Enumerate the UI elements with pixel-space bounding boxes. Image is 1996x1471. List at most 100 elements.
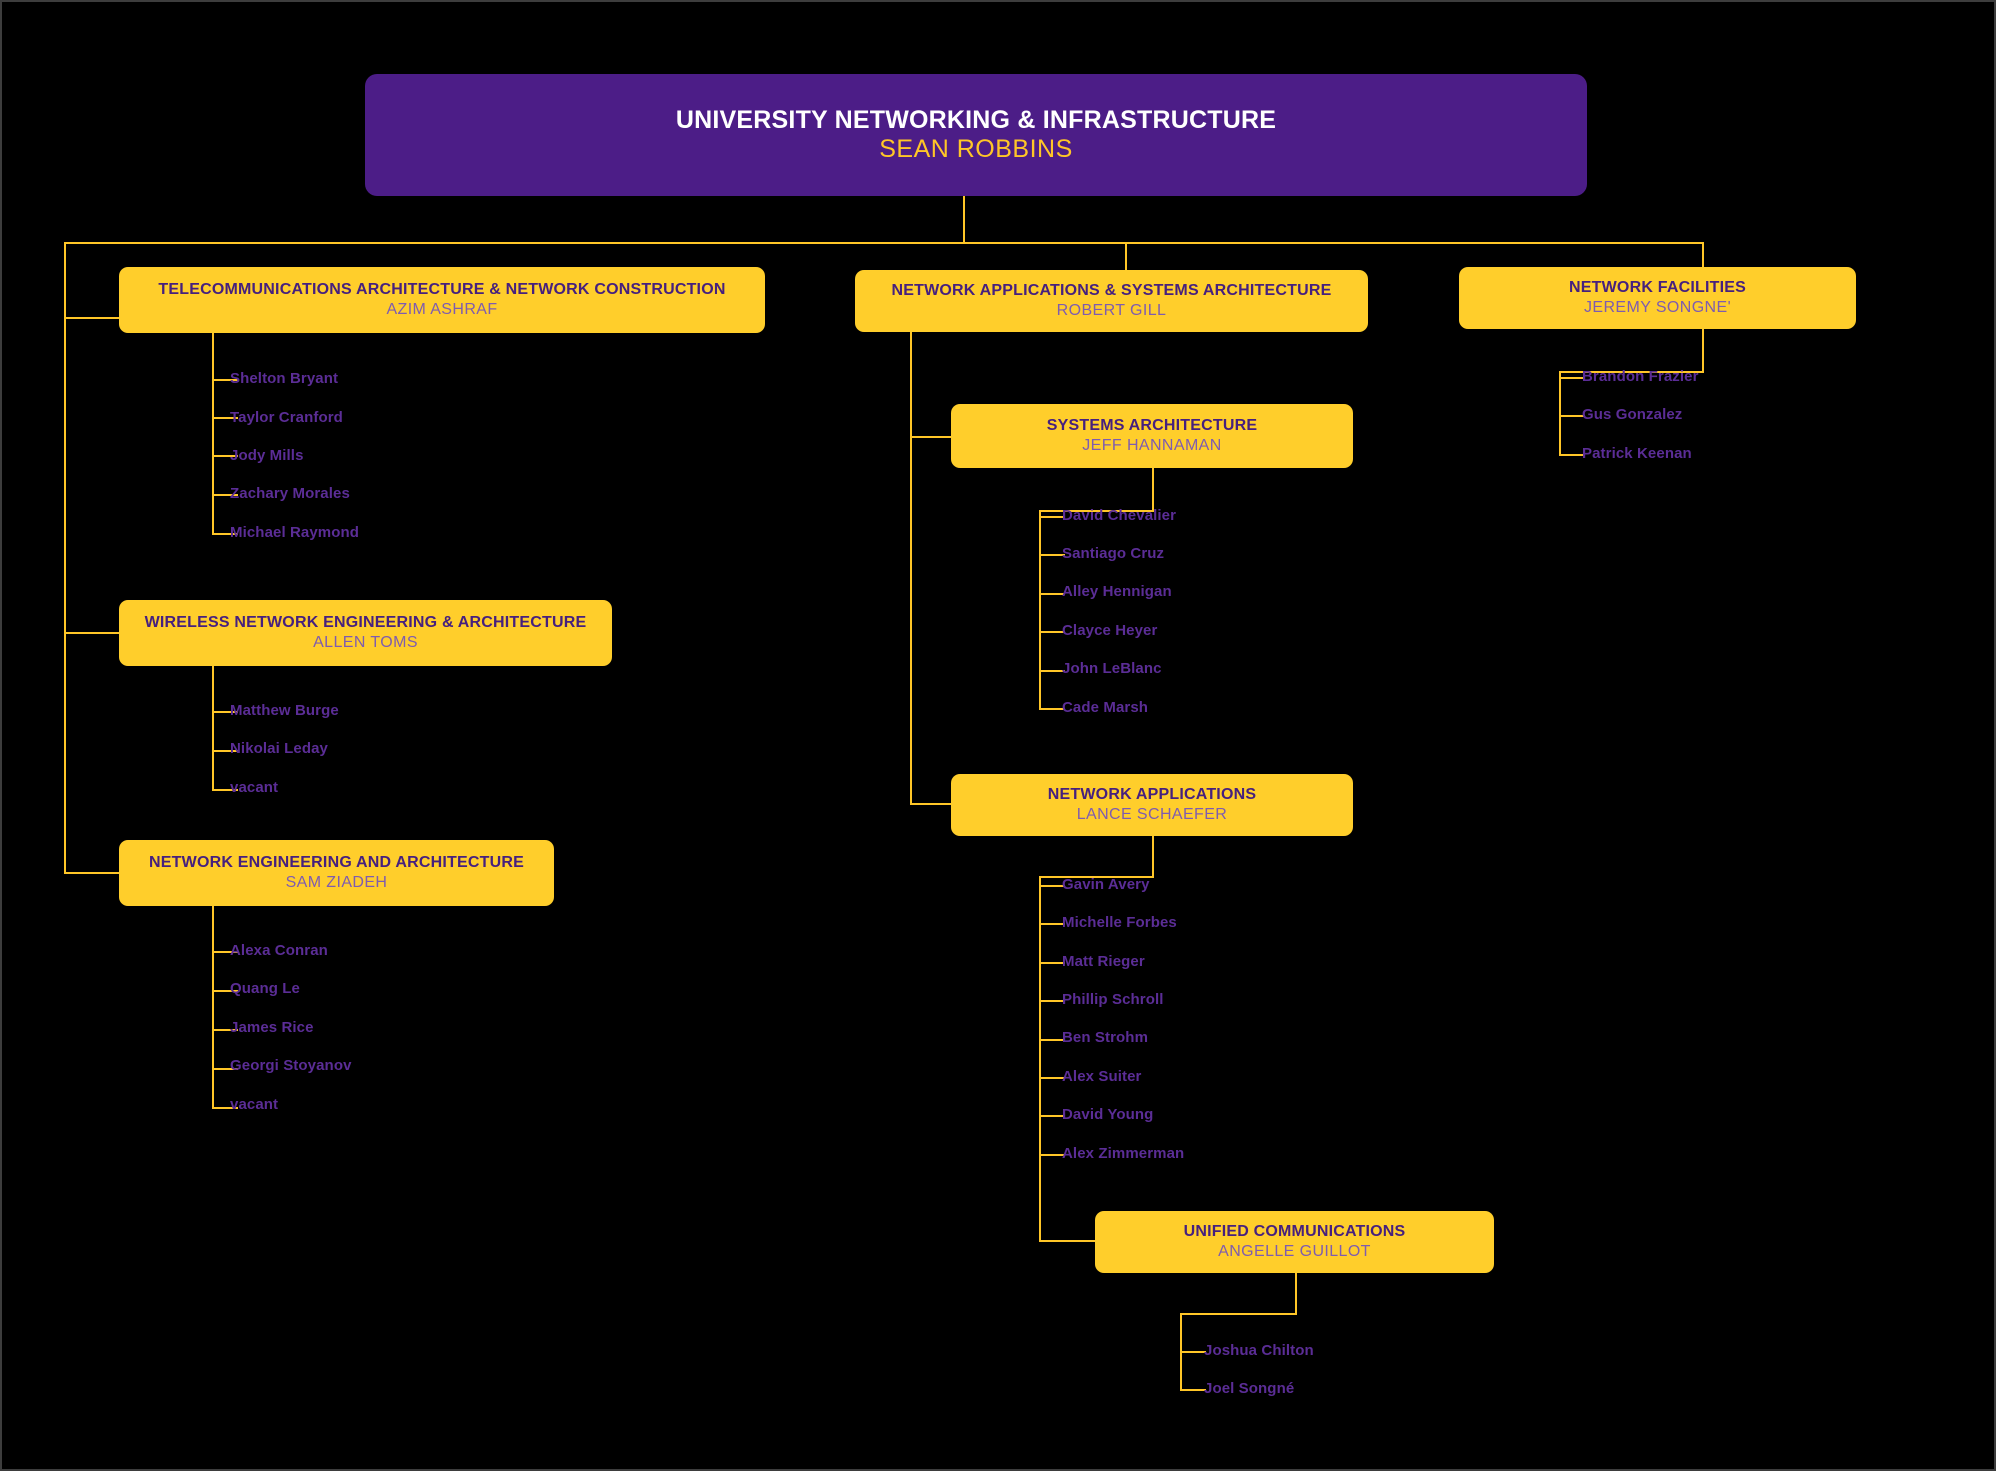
staff-label: David Young (1062, 1106, 1154, 1123)
staff-label: Joshua Chilton (1204, 1342, 1314, 1359)
org-node-person: LANCE SCHAEFER (1076, 805, 1228, 823)
org-node-unifiedcomm[interactable]: UNIFIED COMMUNICATIONS ANGELLE GUILLOT (1095, 1211, 1494, 1273)
connector-stub-sysarch (910, 436, 952, 438)
connector-netengarch-stub-0 (212, 951, 238, 953)
org-node-person: ROBERT GILL (1056, 301, 1167, 319)
org-node-title: TELECOMMUNICATIONS ARCHITECTURE & NETWOR… (158, 281, 726, 299)
staff-label: Shelton Bryant (230, 370, 339, 387)
org-node-title: WIRELESS NETWORK ENGINEERING & ARCHITECT… (144, 614, 587, 632)
org-node-title: UNIVERSITY NETWORKING & INFRASTRUCTURE (675, 105, 1277, 134)
connector-telecom-stub-2 (212, 455, 238, 457)
connector-top-bus (64, 242, 1704, 244)
staff-label: Alex Zimmerman (1062, 1145, 1185, 1162)
connector-appsys-spine (910, 368, 912, 803)
connector-sysarch-elbow (1039, 510, 1154, 512)
staff-label: Zachary Morales (230, 485, 350, 502)
staff-label: Alex Suiter (1062, 1068, 1142, 1085)
staff-label: John LeBlanc (1062, 660, 1162, 677)
staff-label: Quang Le (230, 980, 300, 997)
connector-netfac-stub-1 (1559, 415, 1585, 417)
staff-label: Brandon Frazier (1582, 368, 1699, 385)
org-node-person: JEREMY SONGNE' (1583, 298, 1732, 316)
staff-label: Matthew Burge (230, 702, 339, 719)
staff-label: Ben Strohm (1062, 1029, 1149, 1046)
connector-appsys-drop (910, 332, 912, 368)
staff-label: Alley Hennigan (1062, 583, 1172, 600)
connector-netapps-stub-4 (1039, 1039, 1065, 1041)
org-node-title: SYSTEMS ARCHITECTURE (1046, 417, 1258, 435)
staff-label: Jody Mills (230, 447, 304, 464)
connector-sysarch-spine (1039, 510, 1041, 708)
connector-netfac-stub-0 (1559, 377, 1585, 379)
connector-netapps-stub-5 (1039, 1077, 1065, 1079)
staff-label: James Rice (230, 1019, 314, 1036)
connector-sysarch-stub-0 (1039, 516, 1065, 518)
org-node-person: ANGELLE GUILLOT (1218, 1242, 1371, 1260)
staff-label: Michael Raymond (230, 524, 360, 541)
connector-netfac-stub-2 (1559, 454, 1585, 456)
connector-sysarch-drop (1152, 468, 1154, 512)
connector-sysarch-stub-2 (1039, 593, 1065, 595)
connector-telecom-stub-0 (212, 379, 238, 381)
connector-unifiedcomm-elbow (1180, 1313, 1297, 1315)
connector-netapps-spine (1039, 876, 1041, 1240)
staff-label: Phillip Schroll (1062, 991, 1164, 1008)
connector-wireless-stub-1 (212, 750, 238, 752)
staff-label: Gavin Avery (1062, 876, 1150, 893)
connector-sysarch-stub-4 (1039, 670, 1065, 672)
connector-wireless-drop (212, 666, 214, 711)
staff-label: Cade Marsh (1062, 699, 1149, 716)
org-node-netfac[interactable]: NETWORK FACILITIES JEREMY SONGNE' (1459, 267, 1856, 329)
connector-stub-netapps (910, 803, 952, 805)
org-node-person: JEFF HANNAMAN (1082, 436, 1222, 454)
staff-label: vacant (230, 1096, 279, 1113)
connector-telecom-stub-4 (212, 533, 238, 535)
connector-telecom-drop (212, 333, 214, 379)
org-node-telecom[interactable]: TELECOMMUNICATIONS ARCHITECTURE & NETWOR… (119, 267, 765, 333)
connector-netfac-elbow (1559, 371, 1704, 373)
staff-label: Nikolai Leday (230, 740, 329, 757)
connector-wireless-stub-2 (212, 789, 238, 791)
connector-netapps-elbow (1039, 876, 1154, 878)
org-node-sysarch[interactable]: SYSTEMS ARCHITECTURE JEFF HANNAMAN (951, 404, 1353, 468)
org-node-netapps[interactable]: NETWORK APPLICATIONS LANCE SCHAEFER (951, 774, 1353, 836)
connector-left-spine (64, 242, 66, 874)
staff-label: Santiago Cruz (1062, 545, 1165, 562)
staff-label: Joel Songné (1204, 1380, 1295, 1397)
staff-label: Patrick Keenan (1582, 445, 1692, 462)
staff-label: Clayce Heyer (1062, 622, 1158, 639)
connector-stub-telecom (64, 317, 120, 319)
connector-unifiedcomm-drop (1295, 1273, 1297, 1315)
org-node-person: SAM ZIADEH (285, 873, 388, 891)
org-node-title: NETWORK FACILITIES (1569, 279, 1746, 297)
connector-netapps-stub-6 (1039, 1115, 1065, 1117)
org-node-title: NETWORK ENGINEERING AND ARCHITECTURE (149, 854, 524, 872)
org-node-person: AZIM ASHRAF (386, 300, 498, 318)
connector-netapps-stub-0 (1039, 885, 1065, 887)
org-node-title: UNIFIED COMMUNICATIONS (1183, 1223, 1406, 1241)
connector-unifiedcomm-stub-0 (1180, 1351, 1206, 1353)
connector-netapps-stub-2 (1039, 962, 1065, 964)
staff-label: Gus Gonzalez (1582, 406, 1683, 423)
staff-label: Taylor Cranford (230, 409, 343, 426)
org-node-title: NETWORK APPLICATIONS & SYSTEMS ARCHITECT… (891, 282, 1332, 300)
connector-netengarch-stub-4 (212, 1107, 238, 1109)
connector-netapps-stub-3 (1039, 1000, 1065, 1002)
org-node-appsys[interactable]: NETWORK APPLICATIONS & SYSTEMS ARCHITECT… (855, 270, 1368, 332)
connector-netapps-stub-7 (1039, 1154, 1065, 1156)
org-node-person: SEAN ROBBINS (879, 135, 1073, 164)
connector-root-drop (963, 196, 965, 244)
connector-netapps-stub-1 (1039, 923, 1065, 925)
org-node-title: NETWORK APPLICATIONS (1047, 786, 1257, 804)
org-node-wireless[interactable]: WIRELESS NETWORK ENGINEERING & ARCHITECT… (119, 600, 612, 666)
connector-netengarch-stub-1 (212, 990, 238, 992)
connector-telecom-stub-1 (212, 417, 238, 419)
connector-netapps-drop (1152, 836, 1154, 878)
org-node-netengarch[interactable]: NETWORK ENGINEERING AND ARCHITECTURE SAM… (119, 840, 554, 906)
staff-label: Michelle Forbes (1062, 914, 1177, 931)
staff-label: vacant (230, 779, 279, 796)
connector-stub-unifiedcomm (1039, 1240, 1096, 1242)
org-node-root[interactable]: UNIVERSITY NETWORKING & INFRASTRUCTURE S… (365, 74, 1587, 196)
connector-netengarch-stub-2 (212, 1029, 238, 1031)
